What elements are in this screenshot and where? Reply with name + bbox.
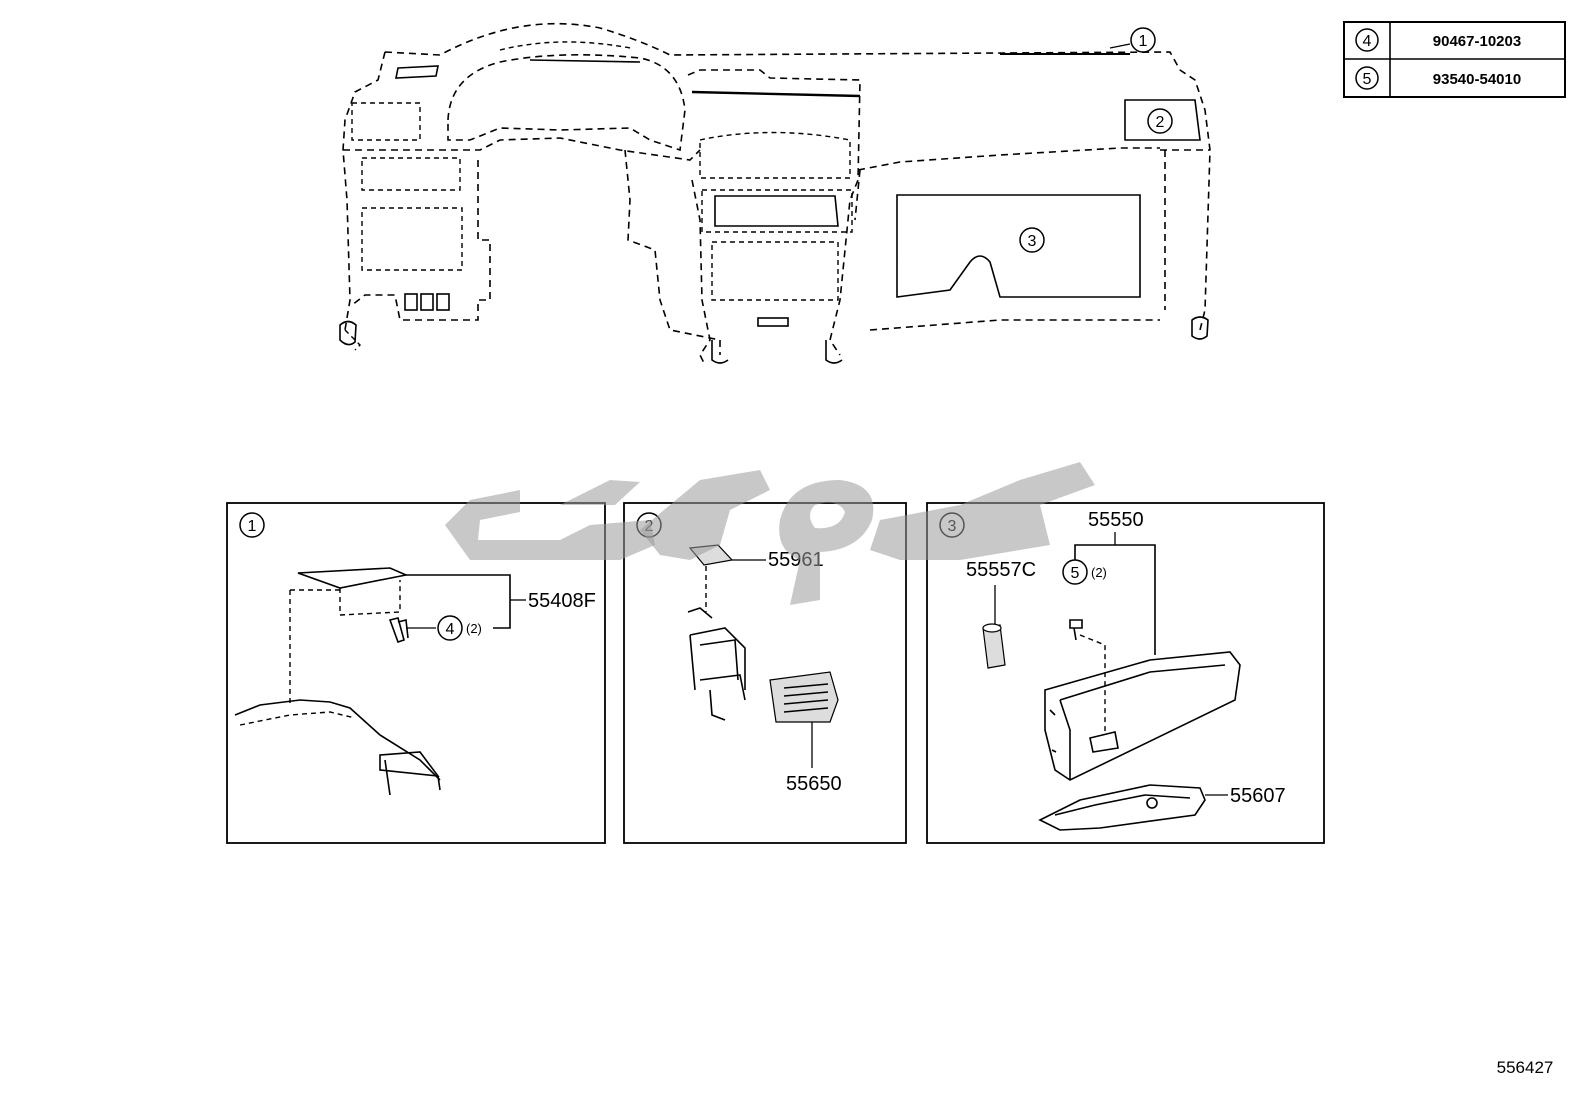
part-label: 55650	[786, 773, 842, 795]
fastener-qty: (2)	[466, 621, 482, 636]
dashboard-overview	[339, 22, 1211, 366]
part-label: 55557C	[966, 559, 1036, 581]
table-row: 4 90467-10203	[1355, 28, 1521, 52]
callout-number: 3	[1028, 233, 1037, 250]
dashboard-outline	[342, 22, 1211, 331]
part-label: 55408F	[528, 590, 596, 612]
part-label: 55550	[1088, 509, 1144, 531]
table-row: 5 93540-54010	[1355, 66, 1521, 90]
fastener-ref: 4	[446, 621, 455, 638]
table-part-number: 93540-54010	[1433, 71, 1521, 88]
diagram-id: 556427	[1497, 1058, 1554, 1077]
overview-callout-3: 3	[1019, 227, 1045, 253]
detail-panel-3: 3 55550 5 (2) 55557C 55607	[926, 502, 1325, 844]
overview-callout-1: 1	[1109, 27, 1156, 53]
detail-panel-2: 2 55961 55650	[623, 502, 907, 844]
table-ref: 5	[1363, 71, 1372, 88]
callout-number: 1	[1139, 33, 1148, 50]
part-label: 55607	[1230, 785, 1286, 807]
parts-table: 4 90467-10203 5 93540-54010	[1343, 21, 1566, 98]
panel-frame	[926, 502, 1325, 844]
callout-number: 2	[1156, 114, 1165, 131]
fastener-ref: 5	[1071, 565, 1080, 582]
panel-ref: 1	[248, 518, 257, 535]
fastener-qty: (2)	[1091, 565, 1107, 580]
table-ref: 4	[1363, 33, 1372, 50]
watermark-logo	[445, 462, 1095, 605]
switch-cluster	[404, 293, 450, 311]
overview-callout-2: 2	[1147, 108, 1173, 134]
table-part-number: 90467-10203	[1433, 33, 1521, 50]
